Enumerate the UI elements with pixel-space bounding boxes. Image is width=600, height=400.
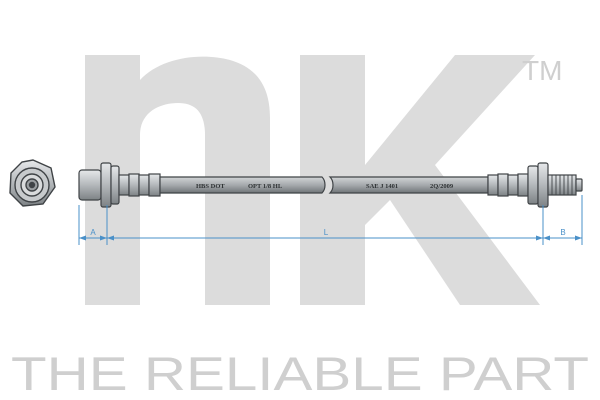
logo-letter-n [85,55,270,305]
arrow-l-right [536,235,543,241]
print-mark-4: 2Q/2009 [430,183,454,190]
left-nut [78,169,102,201]
dimension-lines [78,195,583,245]
arrow-l-left [107,235,114,241]
print-mark-1: HBS DOT [196,183,225,190]
hose-end-view [9,159,56,207]
brake-hose-assembly [78,162,583,208]
hose-body-right [328,176,489,194]
left-fitting [78,162,161,208]
right-crimp-3 [507,174,519,196]
trademark-text: TM [522,55,562,86]
hose-body-left [159,176,326,194]
slogan-text: THE RELIABLE PART [11,347,589,400]
arrow-b-right [575,235,582,241]
right-thread-lines [551,175,573,195]
print-mark-2: OPT 1/8 HL [248,183,283,190]
left-crimp-4 [148,173,161,197]
dim-label-a: A [90,228,96,237]
left-collar [100,162,112,208]
end-view-bore [28,181,36,189]
dimension-labels: A L B [90,228,565,237]
right-hex-2 [537,162,549,208]
hose-print-marks: HBS DOT OPT 1/8 HL SAE J 1401 2Q/2009 [196,183,454,190]
right-fitting [487,162,583,208]
left-crimp-3 [138,174,150,196]
arrow-a-left [79,235,86,241]
left-crimp-1 [118,174,130,196]
left-collar-2 [110,165,120,205]
left-crimp-2 [128,173,140,197]
right-tip [575,178,583,192]
dim-label-b: B [560,228,565,237]
arrow-b-left [543,235,550,241]
right-crimp-4 [517,173,529,197]
right-crimp-1 [487,174,499,196]
arrow-a-right [100,235,107,241]
right-hex [527,165,539,205]
right-crimp-2 [497,173,509,197]
print-mark-3: SAE J 1401 [366,183,398,190]
dim-label-l: L [324,228,329,237]
